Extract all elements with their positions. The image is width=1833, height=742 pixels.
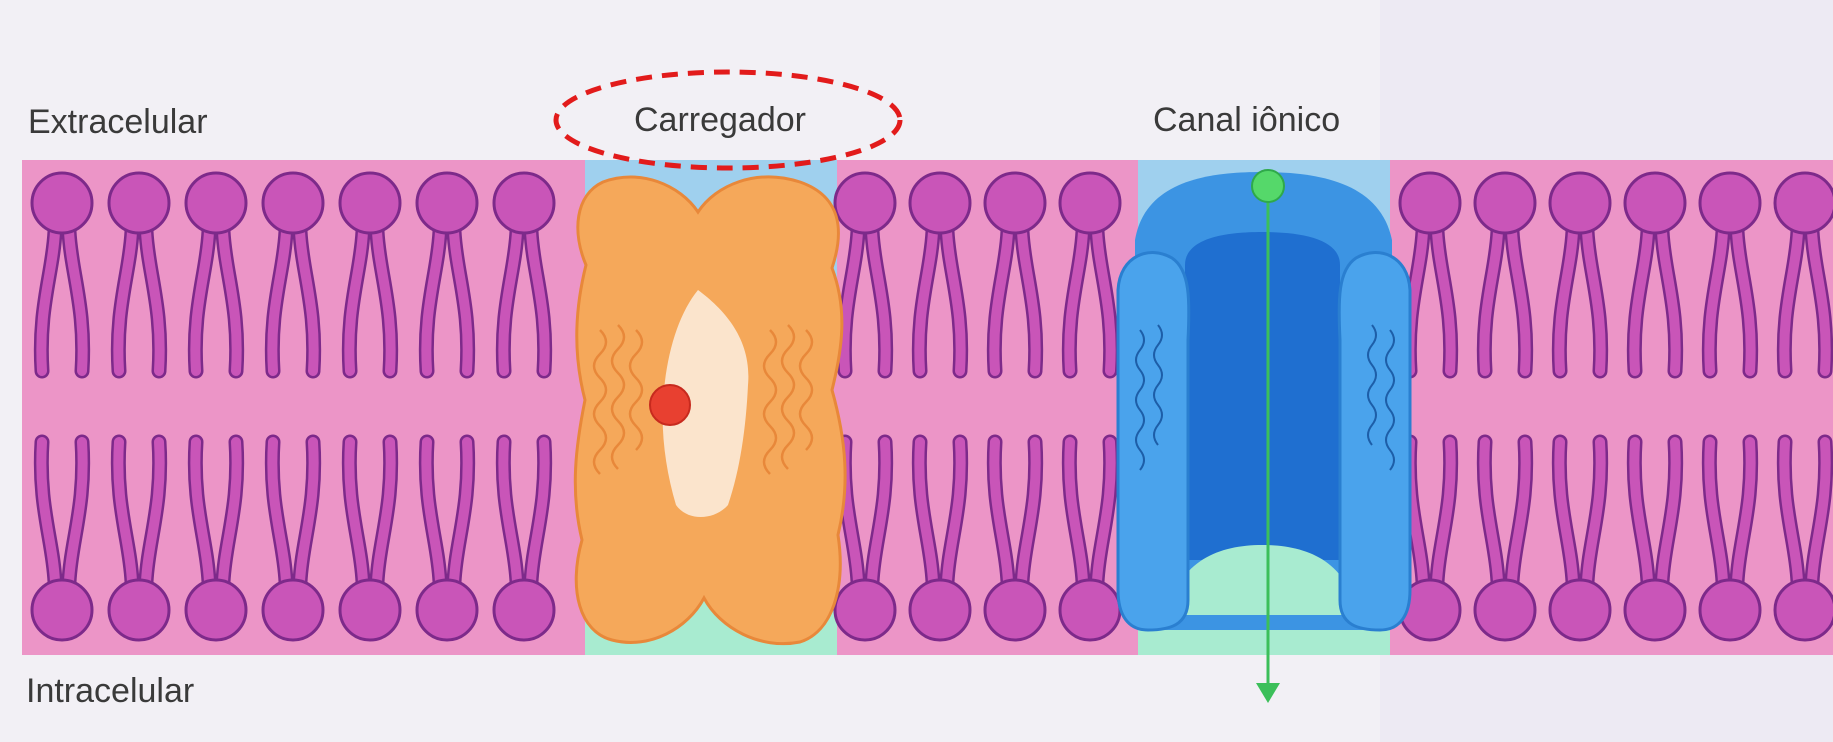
carried-solute <box>650 385 690 425</box>
carrier-label: Carregador <box>634 101 806 140</box>
ion-channel-protein <box>1118 172 1410 630</box>
intracellular-label: Intracelular <box>26 672 194 711</box>
ion-channel-label: Canal iônico <box>1153 101 1340 140</box>
carrier-protein <box>575 177 845 644</box>
ion <box>1252 170 1284 202</box>
extracellular-label: Extracelular <box>28 103 208 142</box>
channel-pore <box>1185 232 1340 560</box>
